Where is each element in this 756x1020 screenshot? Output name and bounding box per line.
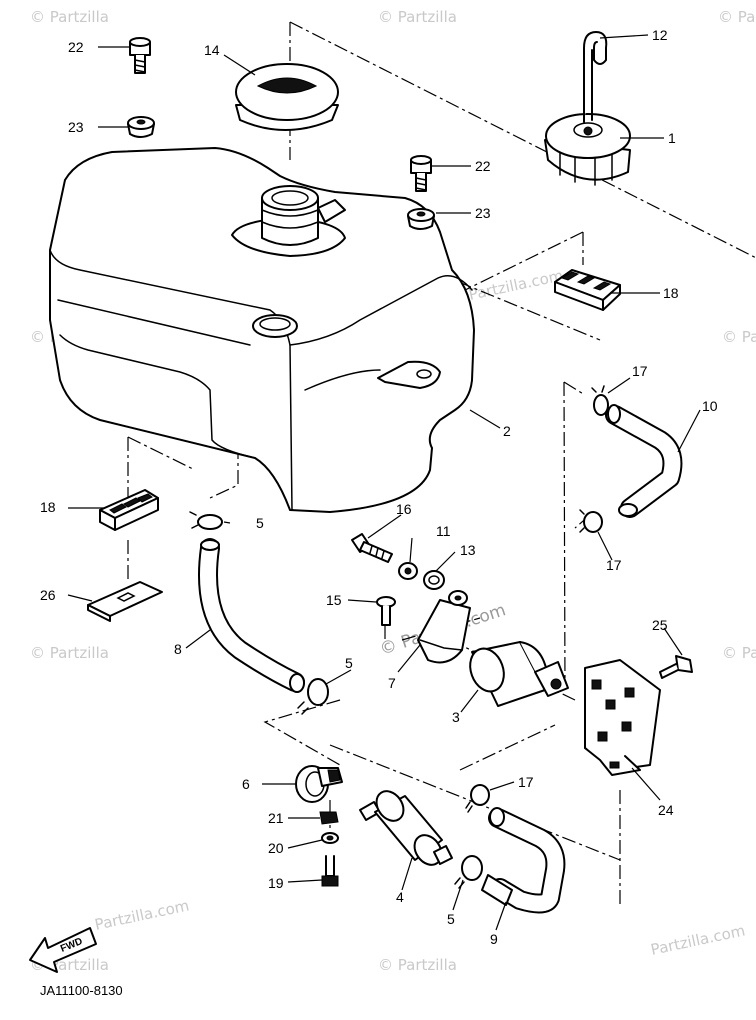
callout-16: 16 [396, 501, 412, 517]
callout-2: 2 [503, 423, 511, 439]
callout-14: 14 [204, 42, 220, 58]
watermark-top-center: © Partzilla [378, 8, 457, 26]
nut-21 [319, 811, 339, 825]
callout-7: 7 [388, 675, 396, 691]
clip-17-bottom [465, 784, 490, 813]
watermark-bottom-left: Partzilla.com [93, 896, 191, 934]
cap-seal [235, 63, 339, 131]
bracket-7 [417, 590, 471, 664]
callout-5-bottom: 5 [447, 911, 455, 927]
callouts: 22 14 12 1 23 22 23 18 2 17 10 17 18 5 2… [40, 27, 718, 947]
fuel-cap [544, 31, 631, 186]
callout-23-left: 23 [68, 119, 84, 135]
fuel-tank [49, 147, 475, 513]
callout-5-top: 5 [256, 515, 264, 531]
watermark-bottom-right: Partzilla.com [649, 921, 747, 959]
watermark-right-low: © Partzilla [722, 644, 756, 662]
clip-5-bottom [454, 855, 483, 889]
grommet-23-left [127, 116, 155, 138]
damper-18-right [554, 269, 621, 311]
damper-18-left [99, 489, 159, 531]
callout-13: 13 [460, 542, 476, 558]
callout-22-left: 22 [68, 39, 84, 55]
callout-24: 24 [658, 802, 674, 818]
pump-bracket-24 [584, 659, 661, 776]
watermark-tank-right: Partzilla.com [467, 266, 565, 304]
callout-19: 19 [268, 875, 284, 891]
leader-lines [67, 34, 701, 931]
callout-26: 26 [40, 587, 56, 603]
callout-20: 20 [268, 840, 284, 856]
callout-9: 9 [490, 931, 498, 947]
clamp-6 [295, 765, 343, 803]
fwd-arrow-icon: FWD [29, 927, 97, 973]
watermark-left-low: © Partzilla [30, 644, 109, 662]
callout-21: 21 [268, 810, 284, 826]
callout-4: 4 [396, 889, 404, 905]
fuel-hose-9 [481, 807, 566, 914]
callout-17-top: 17 [632, 363, 648, 379]
callout-10: 10 [702, 398, 718, 414]
callout-18-left: 18 [40, 499, 56, 515]
callout-23-right: 23 [475, 205, 491, 221]
watermark-top-right: © Partzilla [718, 8, 756, 26]
callout-12: 12 [652, 27, 668, 43]
grommet-23-right [407, 208, 435, 230]
bolt-25 [659, 655, 693, 679]
callout-18-right: 18 [663, 285, 679, 301]
callout-3: 3 [452, 709, 460, 725]
watermark-top-left: © Partzilla [30, 8, 109, 26]
callout-15: 15 [326, 592, 342, 608]
clip-5-mid [297, 678, 329, 715]
diagram-code: JA11100-8130 [40, 983, 123, 998]
grommet-13 [423, 570, 445, 590]
fuel-filter [359, 790, 453, 866]
callout-22-right: 22 [475, 158, 491, 174]
callout-8: 8 [174, 641, 182, 657]
fuel-pump [469, 641, 569, 707]
fuel-hose-10 [605, 404, 683, 518]
callout-25: 25 [652, 617, 668, 633]
clip-5-top [189, 511, 223, 530]
plate-26 [87, 581, 163, 622]
watermark-bottom-center: © Partzilla [378, 956, 457, 974]
callout-1: 1 [668, 130, 676, 146]
fuel-hose-8 [198, 538, 305, 693]
washer-20 [321, 832, 339, 844]
callout-6: 6 [242, 776, 250, 792]
callout-5-mid: 5 [345, 655, 353, 671]
screw-15 [376, 596, 396, 626]
callout-11: 11 [436, 523, 451, 539]
bolt-19 [321, 855, 339, 887]
callout-17-bottom: 17 [518, 774, 534, 790]
collar-11 [398, 562, 418, 580]
watermark-right-mid: © Partzilla [722, 328, 756, 346]
bolt-16 [351, 533, 393, 563]
clip-17-mid [579, 509, 603, 533]
clip-17-top [591, 385, 609, 416]
bolt-22-right [410, 155, 432, 192]
callout-17-mid: 17 [606, 557, 622, 573]
bolt-22-left [129, 37, 151, 74]
